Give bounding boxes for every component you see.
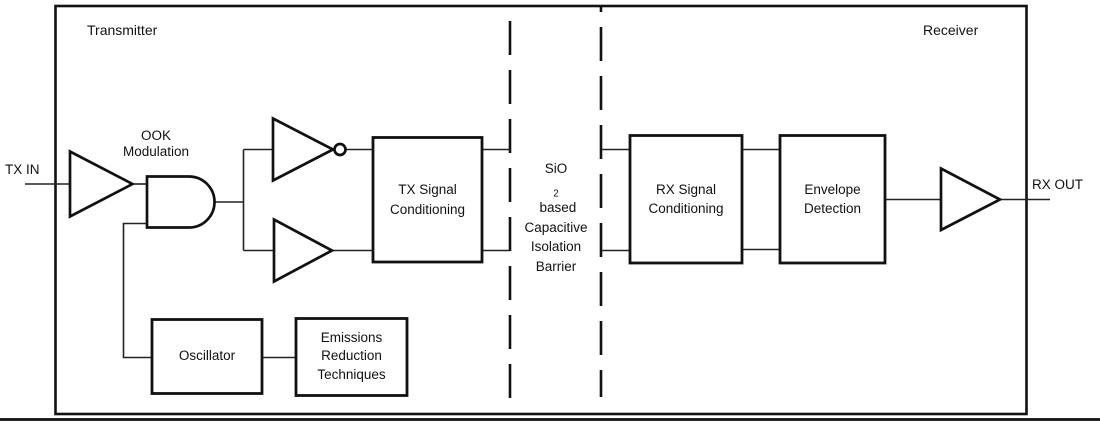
isolation-barrier-line4: Barrier	[535, 258, 577, 274]
and-gate-icon	[145, 175, 216, 229]
emissions-reduction-box	[294, 317, 409, 397]
rx-signal-conditioning-line2: Conditioning	[648, 201, 724, 216]
rx-out-port-label: RX OUT	[1032, 177, 1084, 192]
tx-signal-conditioning-line1: TX Signal	[398, 182, 457, 197]
sio2-rest-text: based	[535, 200, 577, 215]
rx-signal-conditioning-line1: RX Signal	[655, 181, 717, 197]
isolation-barrier-label: SiO 2 based Capacitive Isolation Barrier	[501, 159, 611, 276]
rx-signal-conditioning-label: RX Signal Conditioning	[630, 135, 742, 263]
tx-branch-buffer-icon	[272, 217, 335, 284]
inverter-icon	[271, 116, 336, 183]
sio2-subscript-text: 2	[553, 188, 559, 200]
ook-modulation-line1: OOK	[140, 128, 171, 143]
emissions-reduction-line1: Emissions	[320, 329, 383, 345]
tx-signal-conditioning-box	[371, 136, 484, 264]
envelope-detection-label: Envelope Detection	[780, 135, 885, 263]
envelope-detection-line1: Envelope	[804, 181, 861, 197]
envelope-detection-line2: Detection	[803, 201, 862, 216]
rx-signal-conditioning-box	[628, 134, 744, 265]
tx-input-buffer-icon	[68, 149, 136, 219]
isolation-barrier-line2: Capacitive	[524, 219, 588, 235]
rx-output-buffer-icon	[939, 166, 1003, 233]
emissions-reduction-label: Emissions Reduction Techniques	[296, 318, 407, 395]
sio2-base-text: SiO	[544, 161, 568, 176]
oscillator-box	[150, 318, 264, 395]
ook-modulation-label: OOK Modulation	[106, 128, 206, 160]
emissions-reduction-line2: Reduction	[321, 348, 382, 364]
envelope-detection-box	[778, 134, 887, 265]
ook-modulation-line2: Modulation	[122, 144, 190, 159]
tx-in-port-label: TX IN	[5, 162, 40, 177]
transmitter-region-label: Transmitter	[87, 22, 158, 38]
isolation-barrier-line1: SiO 2 based	[535, 159, 577, 218]
oscillator-label: Oscillator	[152, 319, 262, 393]
receiver-region-label: Receiver	[923, 22, 979, 38]
chip-outline-box	[54, 4, 1028, 416]
inverter-bubble-icon	[333, 142, 347, 157]
oscillator-text: Oscillator	[178, 348, 236, 364]
isolation-barrier-line3: Isolation	[530, 239, 582, 254]
wire-oscillator-to-and	[122, 222, 152, 359]
emissions-reduction-line3: Techniques	[317, 366, 386, 382]
tx-signal-conditioning-line2: Conditioning	[389, 201, 466, 217]
tx-signal-conditioning-label: TX Signal Conditioning	[373, 137, 482, 262]
